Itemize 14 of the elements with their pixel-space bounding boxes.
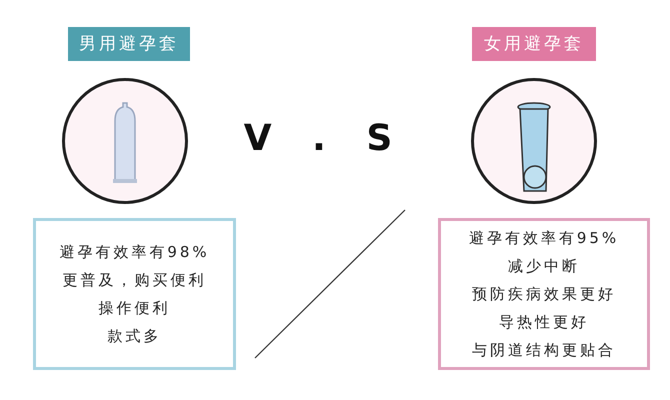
feature-text: 与阴道结构更贴合 (472, 340, 616, 361)
feature-text: 操作便利 (98, 298, 170, 319)
feature-card (438, 218, 650, 370)
feature-text: 预防疾病效果更好 (472, 284, 616, 305)
title-tag: 男用避孕套 (68, 27, 190, 61)
feature-card (33, 218, 236, 370)
title-tag: 女用避孕套 (472, 27, 596, 61)
feature-text: 款式多 (108, 326, 162, 347)
versus-text: V . S (242, 118, 408, 159)
feature-text: 导热性更好 (499, 312, 589, 333)
feature-text: 减少中断 (508, 256, 580, 277)
feature-text: 避孕有效率有95% (468, 228, 620, 249)
feature-text: 避孕有效率有98% (59, 242, 210, 263)
feature-text: 更普及，购买便利 (62, 270, 206, 291)
